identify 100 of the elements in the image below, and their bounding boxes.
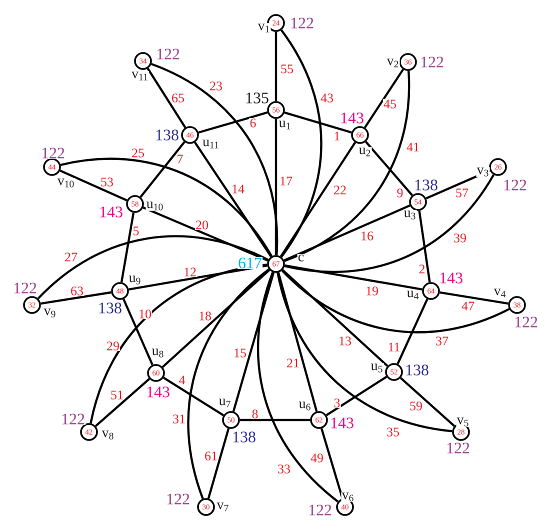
vertex-name: u$_{1}$ [278,120,292,130]
edge-label: 10 [138,309,152,319]
edge-label: 35 [386,427,400,437]
vertex-weight: 143 [339,112,365,124]
edge-line [284,70,410,262]
edge-label: 5 [132,226,140,236]
edge-line [284,174,495,273]
edge-line [320,428,344,499]
edge-line [194,142,272,258]
vertex-name: c [297,254,305,262]
edge-line [284,204,410,262]
vertex-weight: 138 [154,129,180,141]
edge-label: 43 [320,93,334,103]
edge-line [277,272,318,412]
edge-line [274,118,278,256]
vertex-name: u$_{10}$ [146,201,164,211]
edge-label: 17 [278,176,294,186]
edge-label: 53 [100,177,114,187]
edge-label: 6 [249,118,257,128]
vertex-weight: 122 [289,17,315,29]
edge-label: 47 [460,301,476,311]
edge-line [400,377,456,427]
edge-label: 4 [178,375,186,385]
edge-line [280,29,322,258]
edge-line [232,272,275,412]
edge-label: 45 [382,99,398,109]
edge-label: 31 [172,414,186,424]
vertex-weight: 143 [329,417,355,429]
edge-line [140,141,186,198]
edge-label: 29 [106,341,120,351]
vertex-name: v$_{8}$ [101,430,115,440]
vertex-weight: 143 [145,386,171,398]
edge-line [326,376,388,416]
vertex-name: u$_{4}$ [406,290,420,300]
edge-label: 41 [406,142,420,152]
edge-label: 25 [130,148,146,158]
vertex-weight: 143 [438,272,464,284]
edge-line [284,264,422,291]
vertex-name: v$_{6}$ [341,492,355,502]
vertex-weight: 122 [40,147,66,159]
vertex-name: u$_{8}$ [151,348,165,358]
vertex-weight: 122 [60,413,86,425]
edge-line [162,269,270,368]
edge-label: 61 [204,451,218,461]
edge-line [122,298,154,366]
vertex-name: v$_{3}$ [476,167,490,177]
edge-label: 18 [198,311,212,321]
edge-label: 22 [332,185,348,195]
edge-label: 13 [338,336,352,346]
edge-label: 15 [232,348,248,358]
vertex-name: u$_{9}$ [128,275,142,285]
vertex-name: v$_{2}$ [386,58,400,68]
edge-line [162,376,224,416]
vertex-weight: 138 [404,364,430,376]
edge-line [276,272,452,432]
edge-label: 63 [70,286,84,296]
vertex-name: v$_{1}$ [257,23,271,33]
vertex-weight: 143 [98,206,124,218]
edge-line [60,170,128,202]
edge-line [90,264,268,424]
edge-label: 3 [333,398,341,408]
edge-label: 12 [182,267,198,277]
edge-label: 57 [454,188,470,198]
vertex-weight: 122 [307,504,333,516]
edge-label: 8 [251,409,259,419]
edge-line [142,206,268,262]
vertex-name: u$_{2}$ [358,147,372,157]
edge-label: 49 [310,453,324,463]
edge-line [365,141,413,196]
edge-label: 21 [286,358,300,368]
edge-line [207,428,230,499]
edge-line [198,111,268,134]
edge-line [274,32,278,102]
edge-line [396,298,428,364]
vertex-weight: 122 [155,48,181,60]
edge-line [364,68,404,128]
edge-label: 14 [230,184,246,194]
edge-line [150,62,278,256]
edge-line [128,264,268,291]
edge-line [440,291,508,305]
vertex-weight: 122 [513,316,539,328]
vertex-weight: 122 [165,493,191,505]
edge-label: 55 [280,64,294,74]
vertex-name: u$_{7}$ [218,398,232,408]
edge-line [187,268,270,500]
edge-line [257,272,339,502]
edge-line [281,270,510,334]
edge-line [60,158,273,257]
edge-label: 33 [276,464,292,474]
vertex-weight: 122 [502,179,528,191]
vertex-weight: 135 [244,92,270,104]
vertex-name: u$_{5}$ [370,363,384,373]
edge-label: 2 [418,264,426,274]
edge-label: 1 [333,131,341,141]
edge-line [418,210,431,282]
edge-line [284,111,352,134]
vertex-name: u$_{11}$ [202,139,220,149]
edge-label: 23 [208,81,224,91]
edge-line [282,269,388,367]
edge-label: 16 [360,231,374,241]
